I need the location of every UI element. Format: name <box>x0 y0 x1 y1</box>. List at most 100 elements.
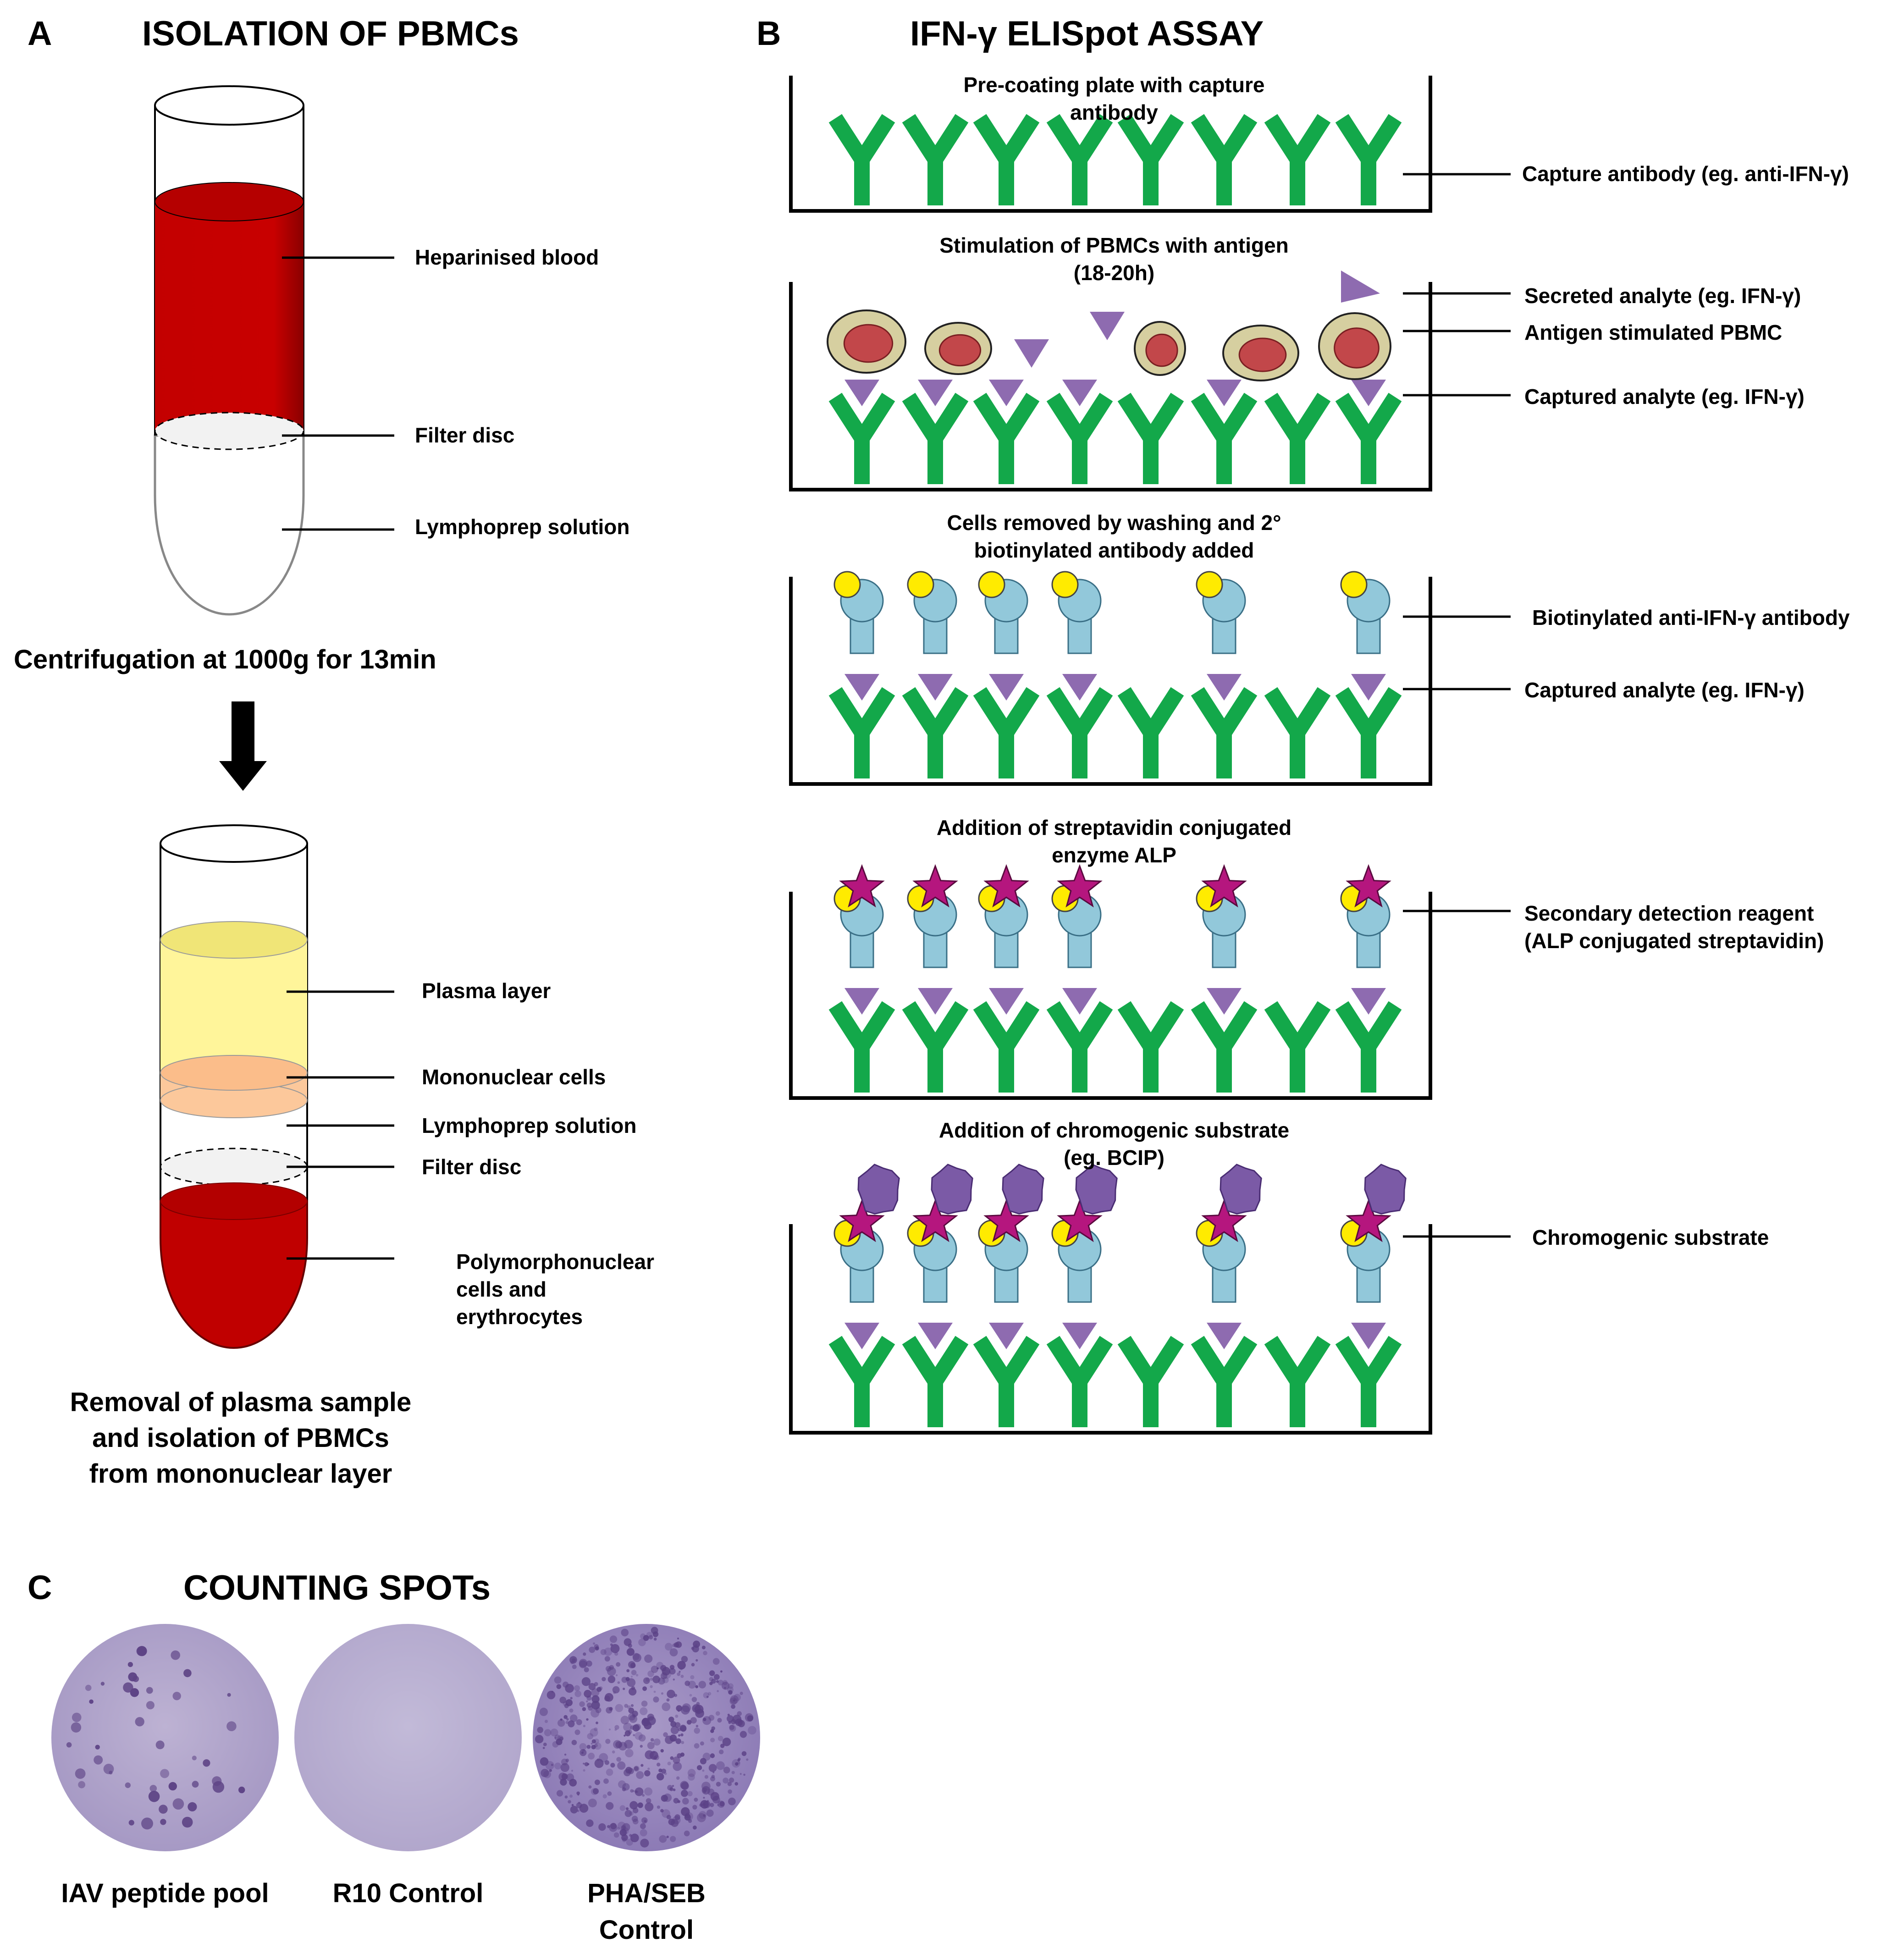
spot <box>605 1693 613 1702</box>
captured-analyte-s4-2 <box>989 988 1024 1015</box>
spot <box>614 1728 617 1731</box>
spot <box>625 1807 629 1810</box>
spot <box>711 1678 716 1684</box>
spot <box>203 1759 210 1767</box>
spot <box>677 1753 682 1758</box>
spot <box>678 1710 680 1712</box>
spot <box>686 1720 692 1725</box>
capture-antibody-2-7 <box>1335 392 1402 484</box>
spot <box>594 1742 602 1750</box>
spot <box>578 1802 580 1804</box>
spot <box>673 1798 679 1804</box>
spot <box>673 1761 682 1771</box>
captured-analyte-s3-5 <box>1207 674 1242 701</box>
spot <box>666 1815 671 1820</box>
pmn-layer <box>160 1200 308 1349</box>
spot <box>75 1768 86 1779</box>
spot <box>691 1663 695 1667</box>
panel-b-title: IFN-γ ELISpot ASSAY <box>910 14 1264 53</box>
spot <box>677 1672 681 1676</box>
spot <box>633 1818 639 1825</box>
label-capture-antibody: Capture antibody (eg. anti-IFN-γ) <box>1522 162 1849 186</box>
spot <box>571 1770 574 1772</box>
spot <box>149 1785 157 1792</box>
spot <box>680 1705 690 1715</box>
spot <box>697 1813 706 1822</box>
spot <box>570 1714 578 1722</box>
spot <box>127 1662 133 1667</box>
spot <box>137 1646 147 1656</box>
plate-r10-control <box>294 1624 522 1851</box>
spot <box>66 1742 72 1748</box>
spot <box>748 1726 756 1735</box>
spot <box>226 1721 237 1731</box>
spot <box>590 1728 598 1737</box>
spot <box>579 1660 587 1668</box>
spot <box>660 1665 667 1671</box>
chromogenic-substrate-2 <box>1002 1164 1044 1215</box>
spot <box>692 1805 697 1810</box>
spot <box>650 1685 653 1689</box>
spot <box>628 1729 632 1734</box>
step-2-title: Stimulation of PBMCs with antigen(18-20h… <box>939 233 1289 285</box>
spot <box>624 1769 631 1777</box>
capture-antibody-3-6 <box>1264 687 1331 778</box>
spot <box>672 1785 674 1787</box>
spot <box>674 1814 680 1820</box>
spot <box>675 1641 682 1648</box>
spot <box>682 1798 689 1805</box>
spot <box>616 1674 618 1677</box>
label-biotinylated-antibody: Biotinylated anti-IFN-γ antibody <box>1532 606 1850 629</box>
captured-analyte-s5-5 <box>1207 1323 1242 1349</box>
spot <box>704 1775 708 1779</box>
label-chromogenic-substrate: Chromogenic substrate <box>1532 1225 1769 1249</box>
spot <box>616 1662 621 1667</box>
spot <box>637 1802 643 1808</box>
spot <box>617 1761 626 1770</box>
spot <box>640 1764 644 1767</box>
spot <box>735 1762 739 1766</box>
step-3-title: Cells removed by washing and 2°biotinyla… <box>947 511 1281 562</box>
spot <box>702 1803 706 1806</box>
spot <box>566 1718 569 1721</box>
spot <box>579 1804 589 1813</box>
captured-analyte-s2-5 <box>1207 380 1242 406</box>
spot <box>669 1787 673 1791</box>
spot <box>584 1762 589 1766</box>
spot <box>661 1794 668 1802</box>
spot <box>661 1768 666 1774</box>
secreted-analyte-2 <box>1090 312 1125 340</box>
streptavidin-alp-s4-0 <box>839 864 885 908</box>
spot <box>586 1702 592 1708</box>
tube-1 <box>154 85 305 616</box>
spot <box>593 1642 596 1645</box>
spot <box>591 1744 596 1750</box>
label-captured-analyte-1: Captured analyte (eg. IFN-γ) <box>1524 385 1805 408</box>
streptavidin-alp-s5-1 <box>912 1198 958 1242</box>
captured-analyte-s5-1 <box>918 1323 953 1349</box>
pbmc-4 <box>1222 325 1299 381</box>
spot <box>620 1716 629 1725</box>
spot <box>678 1734 681 1737</box>
spot <box>700 1741 704 1746</box>
spot <box>609 1635 618 1643</box>
spot <box>673 1756 680 1764</box>
streptavidin-alp-s5-0 <box>839 1198 885 1242</box>
spot <box>688 1773 695 1781</box>
spot <box>560 1718 563 1721</box>
spot <box>629 1688 637 1696</box>
capture-antibody-2-0 <box>828 392 895 484</box>
spot <box>627 1705 631 1709</box>
spot <box>699 1803 703 1807</box>
pbmc-1 <box>827 309 906 374</box>
biotinylated-antibody-s3-5-biotin <box>1196 571 1223 598</box>
spot <box>159 1805 168 1814</box>
spot <box>574 1690 581 1697</box>
tube-1-bottom <box>154 434 305 616</box>
pbmc-3 <box>1134 321 1186 376</box>
spot <box>172 1798 184 1810</box>
spot <box>660 1749 664 1753</box>
spot <box>635 1787 644 1796</box>
